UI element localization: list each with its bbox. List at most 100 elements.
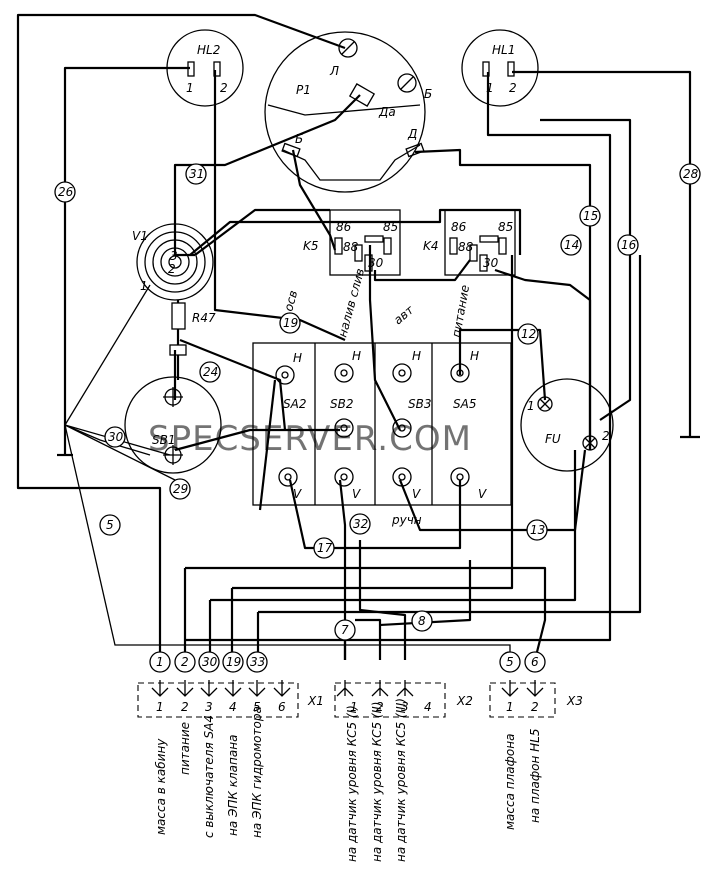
svg-text:2: 2 (181, 655, 189, 669)
panel-label-ruchn: ручн (391, 513, 422, 527)
p1-term-d: Д (407, 127, 417, 141)
svg-text:3: 3 (401, 700, 409, 714)
svg-text:14: 14 (564, 238, 579, 252)
lamp-hl1: HL1 1 2 (461, 29, 539, 107)
caption-epk-klapana: на ЭПК клапана (226, 735, 240, 836)
wire-tag-32: 32 (349, 513, 371, 535)
svg-text:24: 24 (203, 365, 218, 379)
panel-label-avt: авт (391, 302, 417, 327)
switch-sb2: H SB2 V (330, 349, 361, 501)
relay-k5: K5 86 85 88 30 (303, 209, 401, 276)
v1-pin1: 1 (140, 279, 148, 293)
sb1-label: SB1 (152, 433, 175, 447)
x3-label: X3 (566, 694, 583, 708)
x1-wire-tag-33: 33 (246, 651, 268, 673)
switch-sa2: H SA2 V (275, 351, 306, 501)
k4-label: K4 (423, 239, 439, 253)
hl2-label: HL2 (197, 43, 220, 57)
hl2-pin2: 2 (220, 81, 228, 95)
x1-wire-tag-1: 1 (149, 651, 171, 673)
k5-label: K5 (303, 239, 319, 253)
k5-30: 30 (368, 256, 384, 270)
caption-epk-gidromotora: на ЭПК гидромотора (250, 706, 264, 838)
svg-text:1: 1 (506, 700, 514, 714)
r47-label: R47 (192, 311, 216, 325)
switch-sb3: H SB3 V (392, 349, 431, 501)
resistor-r47: R47 (169, 300, 216, 380)
v1-pin2: 2 (168, 262, 176, 276)
wire-tag-12: 12 (517, 323, 539, 345)
svg-text:26: 26 (58, 185, 74, 199)
hl1-label: HL1 (492, 43, 515, 57)
wire-tag-30: 30 (104, 426, 126, 448)
p1-label: P1 (296, 83, 311, 97)
button-sb1: SB1 (124, 376, 222, 474)
k4-85: 85 (498, 220, 513, 234)
panel-label-naliv-sliv: налив слив (335, 267, 367, 339)
svg-text:6: 6 (531, 655, 539, 669)
wire-tag-15: 15 (579, 205, 601, 227)
hl1-pin1: 1 (486, 81, 494, 95)
p1-term-b-top: Б (424, 87, 432, 101)
x1-wire-tag-30: 30 (198, 651, 220, 673)
p1-term-b: Б (295, 132, 303, 146)
svg-text:7: 7 (341, 623, 349, 637)
x1-wire-tag-2: 2 (174, 651, 196, 673)
sb3-label: SB3 (408, 397, 431, 411)
svg-text:6: 6 (278, 700, 286, 714)
caption-ks5-2: на датчик уровня КС5 (II) (370, 702, 384, 862)
wiring (16, 13, 700, 661)
panel-label-osv: осв (281, 289, 300, 313)
caption-massa-kabina: масса в кабину (154, 738, 168, 835)
svg-text:33: 33 (250, 655, 265, 669)
x1-wire-tag-19: 19 (222, 651, 244, 673)
wire-tag-28: 28 (679, 163, 701, 185)
svg-text:4: 4 (229, 700, 237, 714)
caption-plafon-hl5: на плафон HL5 (528, 729, 542, 824)
svg-text:13: 13 (530, 523, 545, 537)
k5-88: 88 (343, 240, 359, 254)
sa2-label: SA2 (283, 397, 306, 411)
svg-text:30: 30 (202, 655, 218, 669)
wire-tag-31: 31 (185, 163, 207, 185)
wire-tag-14: 14 (560, 234, 582, 256)
svg-text:8: 8 (418, 614, 426, 628)
svg-text:2: 2 (531, 700, 539, 714)
caption-pitanie: питание (178, 722, 192, 775)
wire-tag-24: 24 (199, 361, 221, 383)
fu-pin2: 2 (602, 429, 610, 443)
wire-tag-7: 7 (334, 619, 356, 641)
caption-ks5-1: на датчик уровня КС5 (I) (345, 705, 359, 862)
connector-x1: 1 2 3 4 5 6 X1 (137, 680, 324, 718)
connector-wire-tags: 1 2 30 19 33 5 6 (149, 651, 546, 673)
sa2-top: H (293, 351, 302, 365)
k4-86: 86 (451, 220, 467, 234)
relay-p1: P1 Л Б Да Б Д (264, 31, 432, 193)
watermark: SPECSERVER.COM (148, 419, 472, 459)
hl2-pin1: 1 (186, 81, 194, 95)
p1-term-da: Да (378, 105, 396, 119)
x2-label: X2 (456, 694, 473, 708)
svg-text:1: 1 (156, 700, 164, 714)
wire-tag-5: 5 (99, 514, 121, 536)
fu-pin1: 1 (527, 399, 535, 413)
connector-x3: 1 2 X3 (489, 680, 583, 718)
k4-30: 30 (483, 256, 499, 270)
svg-text:17: 17 (317, 541, 333, 555)
svg-text:30: 30 (108, 430, 124, 444)
wire-tag-26: 26 (54, 181, 76, 203)
wire-tag-17: 17 (313, 537, 335, 559)
lamp-hl2: HL2 1 2 (166, 29, 244, 107)
fuse-fu: 1 FU 2 (520, 378, 614, 472)
svg-text:15: 15 (583, 209, 598, 223)
relay-k4: K4 86 85 88 30 (423, 209, 516, 276)
sa5-bottom: V (478, 487, 487, 501)
k4-88: 88 (458, 240, 474, 254)
sb3-bottom: V (412, 487, 421, 501)
svg-text:29: 29 (173, 482, 188, 496)
svg-text:16: 16 (621, 238, 637, 252)
x3-wire-tag-5: 5 (499, 651, 521, 673)
svg-text:19: 19 (226, 655, 241, 669)
caption-massa-plafona: масса плафона (503, 734, 517, 830)
